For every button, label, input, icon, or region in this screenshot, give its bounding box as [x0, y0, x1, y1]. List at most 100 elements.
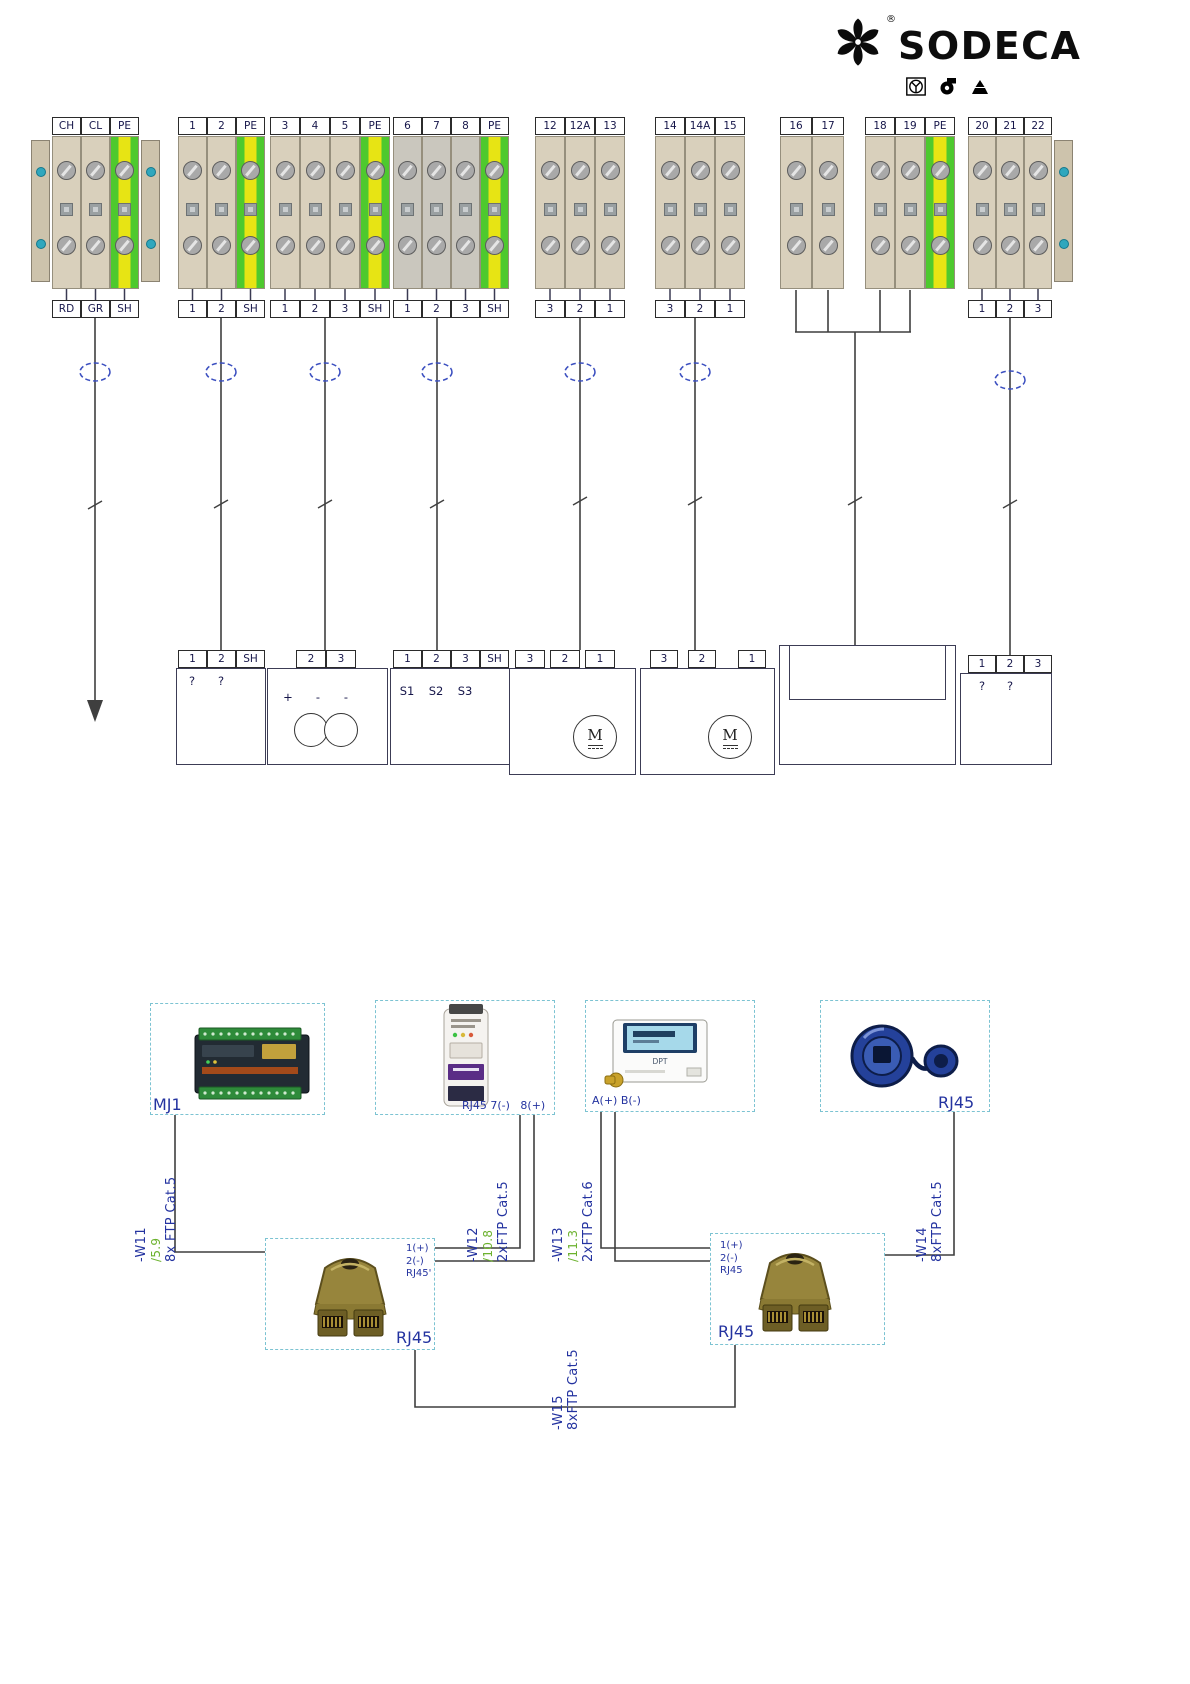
- connector-inner-label: S1: [399, 684, 415, 698]
- clamp-pin: [1058, 167, 1069, 177]
- terminal-slot: [873, 203, 887, 216]
- terminal-screw: [427, 236, 446, 255]
- break-mark: [1002, 499, 1018, 509]
- terminal-block: [685, 136, 715, 289]
- terminal-number-14A: 14A: [685, 117, 715, 135]
- connector-inner-label: +: [283, 690, 293, 704]
- wire-number-3: 3: [451, 300, 480, 318]
- terminal-slot: [430, 203, 443, 216]
- connector-terminal-SH: SH: [236, 650, 265, 668]
- terminal-screw: [456, 236, 475, 255]
- illustration-converter: [431, 1002, 501, 1116]
- clamp-pin: [145, 167, 156, 177]
- illustration-rj45-plug: [842, 1016, 967, 1100]
- clamp-pin: [1058, 239, 1069, 249]
- terminal-screw: [183, 161, 202, 180]
- connector-inner-label: -: [315, 690, 321, 704]
- terminal-number-PE: PE: [925, 117, 955, 135]
- connector-terminal-3: 3: [1024, 655, 1052, 673]
- cable-label-line: -W12: [466, 1227, 481, 1262]
- transmitter-screen-text: DPT: [653, 1057, 668, 1066]
- terminal-number-PE: PE: [110, 117, 139, 135]
- terminal-slot: [215, 203, 228, 216]
- cable-label-line: -W11: [134, 1227, 149, 1262]
- terminal-slot: [573, 203, 587, 216]
- terminal-screw: [690, 236, 710, 255]
- pe-terminal-block: [360, 136, 390, 289]
- connector-terminal-2: 2: [996, 655, 1024, 673]
- connector-inner-label: S3: [457, 684, 473, 698]
- terminal-screw: [720, 236, 740, 255]
- terminal-screw: [786, 236, 806, 255]
- terminal-screw: [690, 161, 710, 180]
- terminal-screw: [241, 161, 260, 180]
- terminal-screw: [570, 161, 590, 180]
- terminal-slot: [89, 203, 102, 216]
- wire-number-3: 3: [655, 300, 685, 318]
- pin-label: 1(+): [406, 1243, 429, 1254]
- connector-box-contact-2: [960, 673, 1052, 765]
- cable-label-line: /5.9: [149, 1237, 163, 1262]
- connector-terminal-1: 1: [393, 650, 422, 668]
- dc-symbol: [722, 747, 738, 749]
- psu-circle: [294, 713, 328, 747]
- pe-terminal-block: [480, 136, 509, 289]
- terminal-screw: [930, 161, 950, 180]
- connector-box-switches: [390, 668, 510, 765]
- terminal-block: [865, 136, 895, 289]
- terminal-screw: [485, 236, 504, 255]
- terminal-slot: [186, 203, 199, 216]
- sodeca-logo: ® SODECA: [828, 12, 1080, 110]
- terminal-screw: [1000, 236, 1020, 255]
- wire-number-1: 1: [178, 300, 207, 318]
- cable-ellipse: [205, 362, 237, 382]
- dc-symbol: [722, 744, 738, 746]
- cable-ellipse: [421, 362, 453, 382]
- pe-terminal-block: [925, 136, 955, 289]
- cable-label-line: -W15: [551, 1395, 566, 1430]
- connector-terminal-2: 2: [296, 650, 326, 668]
- dc-symbol: [587, 744, 603, 746]
- terminal-slot: [723, 203, 737, 216]
- wire-number-2: 2: [300, 300, 330, 318]
- connector-box-motor-1: [509, 668, 636, 775]
- terminal-number-4: 4: [300, 117, 330, 135]
- terminal-slot: [603, 203, 617, 216]
- terminal-number-20: 20: [968, 117, 996, 135]
- break-mark: [687, 496, 703, 506]
- terminal-screw: [86, 236, 105, 255]
- break-mark: [87, 500, 103, 510]
- connector-inner-label: ?: [217, 674, 225, 688]
- terminal-screw: [86, 161, 105, 180]
- illustration-transmitter: DPT: [601, 1012, 719, 1098]
- break-mark: [429, 499, 445, 509]
- device-label-plc: MJ1: [153, 1095, 182, 1114]
- net-wire-w14: [885, 1112, 955, 1256]
- terminal-slot: [903, 203, 917, 216]
- terminal-block: [715, 136, 745, 289]
- terminal-slot: [488, 203, 501, 216]
- splitter-box-right: [710, 1233, 885, 1345]
- wire-number-SH: SH: [480, 300, 509, 318]
- wire-number-1: 1: [595, 300, 625, 318]
- terminal-screw: [818, 161, 838, 180]
- terminal-slot: [975, 203, 989, 216]
- registered-mark: ®: [886, 14, 896, 25]
- net-wire-w11: [174, 1115, 265, 1253]
- terminal-block: [780, 136, 812, 289]
- transmitter-drawing: DPT: [604, 1019, 708, 1088]
- terminal-block: [595, 136, 625, 289]
- terminal-screw: [212, 236, 231, 255]
- connector-box-contact-1: [176, 668, 266, 765]
- terminal-block: [996, 136, 1024, 289]
- terminal-block: [81, 136, 110, 289]
- sodeca-fan-icon: [832, 16, 884, 72]
- connector-terminal-2: 2: [688, 650, 716, 668]
- pin-label: 2(-): [720, 1252, 738, 1264]
- pin-labels-left: 1(+)2(-)RJ45': [406, 1243, 431, 1281]
- connector-inner-label: ?: [188, 674, 196, 688]
- rj45-splitter-drawing: [313, 1258, 387, 1337]
- terminal-screw: [275, 161, 295, 180]
